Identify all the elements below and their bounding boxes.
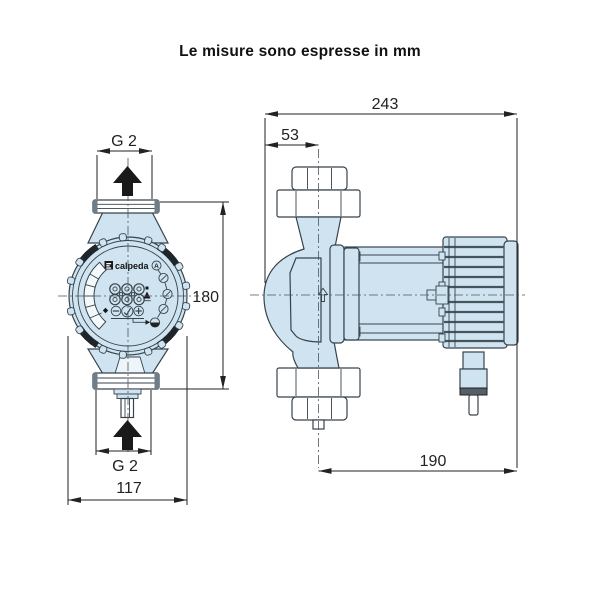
dim-g2-top: G 2 xyxy=(111,133,137,150)
dim-width-117: 117 xyxy=(116,480,142,497)
side-view xyxy=(250,149,525,468)
dimension-annotations: G 2 180 G 2 117 243 53 xyxy=(67,96,518,505)
cable-gland xyxy=(459,351,488,416)
adjust-buttons xyxy=(102,305,144,318)
front-union-nut xyxy=(113,388,142,395)
drawing-title: Le misure sono espresse in mm xyxy=(179,43,421,60)
front-rim-lugs xyxy=(66,233,191,359)
side-heatsink xyxy=(438,236,519,349)
variant-badge-letter: A xyxy=(154,263,159,270)
side-housing xyxy=(289,257,329,343)
dim-length-190: 190 xyxy=(420,453,447,470)
front-bottom-flange xyxy=(92,372,160,390)
side-flange-plate-2 xyxy=(343,247,360,341)
dim-offset-53: 53 xyxy=(281,127,299,144)
variant-badge: A xyxy=(151,260,162,271)
front-top-flange xyxy=(92,199,160,214)
dim-length-243: 243 xyxy=(372,96,399,113)
calpeda-logo: calpeda xyxy=(104,261,150,271)
mode-button-icon xyxy=(157,269,173,318)
housing-flow-arrow-icon xyxy=(317,287,329,302)
warning-triangle-icon xyxy=(143,286,151,302)
heatsink-backplate xyxy=(503,240,519,346)
side-flange-plate-1 xyxy=(329,244,345,344)
brand-text: calpeda xyxy=(115,261,150,271)
flow-arrow-up-bottom xyxy=(113,420,142,450)
dim-g2-bottom: G 2 xyxy=(112,458,138,475)
night-mode-indicator-icon xyxy=(111,317,161,328)
power-cable xyxy=(468,394,479,416)
terminal-block-icon xyxy=(109,283,145,306)
front-view: calpeda A xyxy=(58,158,199,452)
front-pipe-stub xyxy=(120,397,135,419)
dial-check-button-icon xyxy=(121,305,134,318)
dim-height-180: 180 xyxy=(192,289,219,306)
flow-arrow-up-top xyxy=(113,166,142,196)
front-control-panel: calpeda A xyxy=(83,260,173,330)
